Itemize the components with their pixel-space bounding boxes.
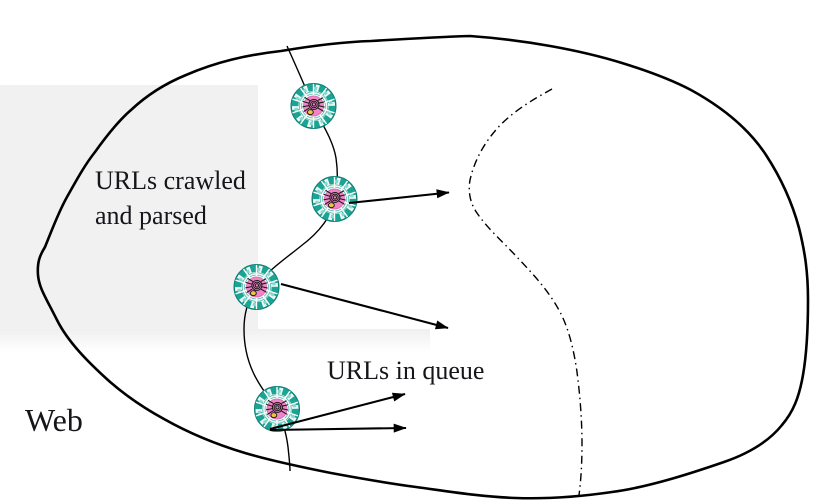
spider-web-icon	[255, 387, 300, 432]
web-boundary-curve	[36, 34, 810, 500]
urls-crawled-label-line1: URLs crawled	[95, 166, 246, 195]
spider-web-icon	[312, 177, 357, 222]
urls-in-queue-label: URLs in queue	[327, 356, 485, 385]
urls-crawled-label: URLs crawled and parsed	[95, 163, 246, 233]
spider-web-icon	[234, 265, 279, 310]
crawled-region-shade	[0, 85, 258, 329]
crawled-region-shade-fade	[0, 329, 430, 352]
frontier-dashdot-curve	[468, 88, 583, 496]
urls-crawled-label-line2: and parsed	[95, 201, 207, 230]
outlink-arrow	[269, 392, 406, 431]
web-label: Web	[25, 402, 83, 438]
outlink-arrow	[269, 423, 407, 433]
outlink-arrows	[269, 189, 450, 433]
outlink-arrow	[348, 189, 450, 205]
spider-web-icon	[291, 84, 336, 129]
outlink-arrow	[280, 282, 449, 330]
